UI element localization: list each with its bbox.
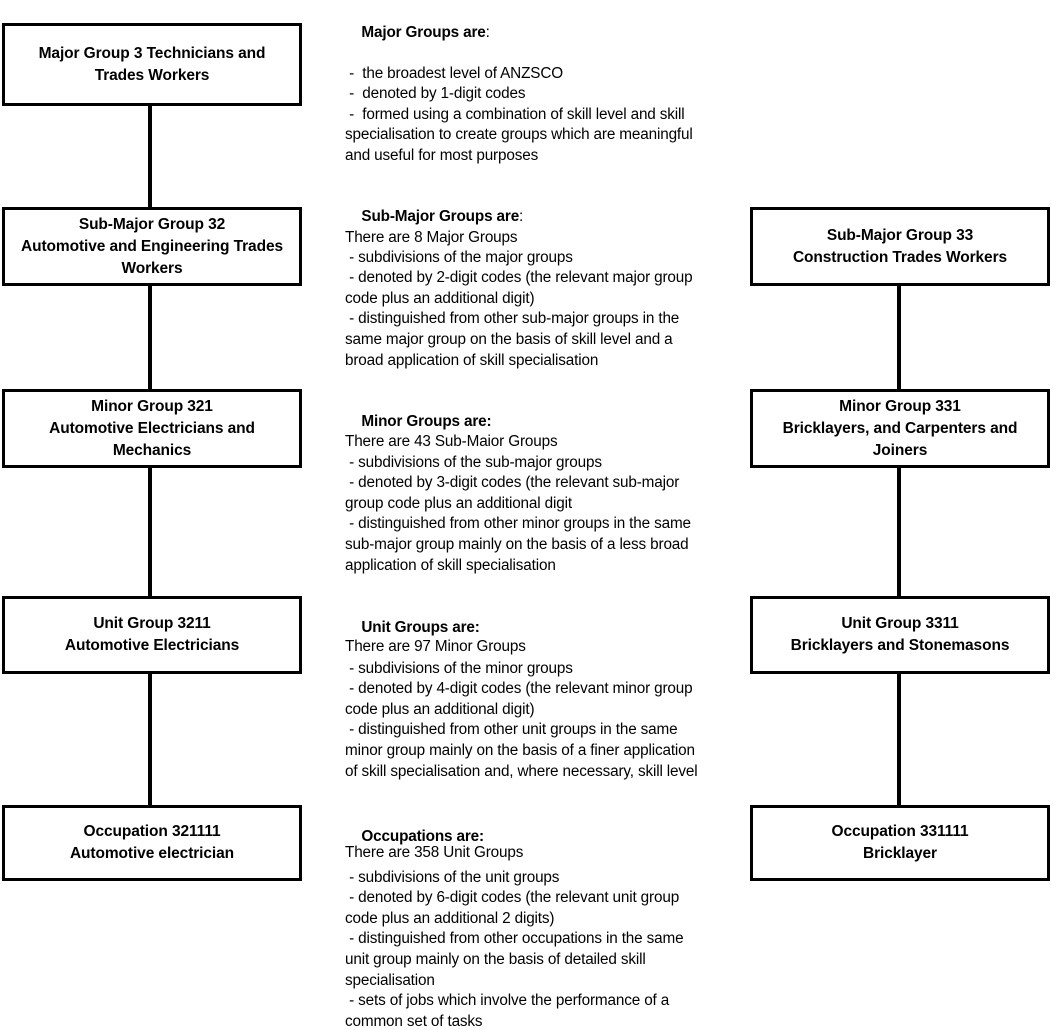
description-heading: Major Groups are	[361, 23, 486, 41]
description-body: - the broadest level of ANZSCO - denoted…	[345, 64, 693, 164]
connector-major-to-submajor	[148, 105, 152, 209]
node-label-line: Automotive Electricians and	[49, 419, 255, 437]
description-minor-groups: Minor Groups are: - subdivisions of the …	[345, 391, 725, 699]
description-heading: Unit Groups are:	[361, 618, 480, 636]
node-label-line: Automotive electrician	[69, 845, 235, 862]
node-label-line: Bricklayer	[863, 845, 937, 862]
node-sub-major-group-33[interactable]: Sub-Major Group 33 Construction Trades W…	[750, 207, 1050, 286]
node-label: Sub-Major Group 33 Construction Trades W…	[759, 225, 1041, 269]
description-unit-groups: Unit Groups are: - subdivisions of the m…	[345, 597, 725, 905]
node-label-line: Automotive Electricians	[64, 637, 240, 654]
node-label: Unit Group 3211 Automotive Electricians	[11, 613, 293, 657]
node-label-line: Occupation 331111	[831, 823, 969, 840]
description-sub-major-groups: Sub-Major Groups are: - subdivisions of …	[345, 186, 725, 494]
node-label-line: Construction Trades Workers	[792, 248, 1008, 266]
connector-unit-to-occupation	[148, 673, 152, 807]
node-minor-group-321[interactable]: Minor Group 321 Automotive Electricians …	[2, 389, 302, 468]
description-heading: Sub-Major Groups are	[361, 207, 520, 225]
node-unit-group-3311[interactable]: Unit Group 3311 Bricklayers and Stonemas…	[750, 596, 1050, 674]
connector-submajor-to-minor	[148, 285, 152, 391]
node-label-line: Mechanics	[112, 441, 192, 459]
node-label: Minor Group 331 Bricklayers, and Carpent…	[759, 396, 1041, 462]
node-label: Sub-Major Group 32 Automotive and Engine…	[11, 214, 293, 280]
node-label: Occupation 331111 Bricklayer	[759, 821, 1041, 865]
description-body: - subdivisions of the major groups - den…	[345, 248, 693, 369]
node-sub-major-group-32[interactable]: Sub-Major Group 32 Automotive and Engine…	[2, 207, 302, 286]
node-label-line: Sub-Major Group 33	[826, 226, 974, 244]
node-unit-group-3211[interactable]: Unit Group 3211 Automotive Electricians	[2, 596, 302, 674]
node-label-line: Bricklayers, and Carpenters and	[782, 419, 1018, 437]
node-label: Minor Group 321 Automotive Electricians …	[11, 396, 293, 462]
node-label-line: Minor Group 321	[91, 397, 213, 415]
node-label-line: Major Group 3 Technicians and	[38, 44, 266, 62]
description-heading-tail: :	[519, 207, 524, 225]
description-occupations: Occupations are: - subdivisions of the u…	[345, 806, 725, 1030]
node-occupation-321111[interactable]: Occupation 321111 Automotive electrician	[2, 805, 302, 881]
description-body: - subdivisions of the sub-major groups -…	[345, 453, 691, 574]
node-label-line: Workers	[121, 259, 183, 277]
description-heading: Occupations are:	[361, 827, 484, 845]
connector-minor-to-unit	[148, 466, 152, 598]
node-occupation-331111[interactable]: Occupation 331111 Bricklayer	[750, 805, 1050, 881]
node-label: Unit Group 3311 Bricklayers and Stonemas…	[759, 613, 1041, 657]
node-label-line: Joiners	[872, 441, 928, 459]
node-major-group-3[interactable]: Major Group 3 Technicians and Trades Wor…	[2, 23, 302, 106]
description-heading-tail: :	[485, 23, 490, 41]
node-label-line: Automotive and Engineering Trades	[21, 237, 283, 255]
description-major-groups: Major Groups are: - the broadest level o…	[345, 2, 725, 290]
description-body: - subdivisions of the unit groups - deno…	[345, 868, 684, 1030]
node-label-line: Sub-Major Group 32	[78, 215, 226, 233]
description-total: There are 8 Major Groups	[345, 228, 518, 246]
node-label: Major Group 3 Technicians and Trades Wor…	[11, 43, 293, 87]
connector-minor331-to-unit3311	[897, 466, 901, 598]
connector-unit3311-to-occupation331111	[897, 673, 901, 807]
node-label-line: Minor Group 331	[839, 397, 961, 415]
node-minor-group-331[interactable]: Minor Group 331 Bricklayers, and Carpent…	[750, 389, 1050, 468]
description-total: There are 97 Minor Groups	[345, 638, 526, 656]
node-label-line: Unit Group 3311	[841, 615, 959, 632]
node-label-line: Trades Workers	[94, 66, 210, 84]
description-body: - subdivisions of the minor groups - den…	[345, 659, 698, 780]
node-label: Occupation 321111 Automotive electrician	[11, 821, 293, 865]
connector-submajor33-to-minor331	[897, 285, 901, 391]
description-total: There are 358 Unit Groups	[345, 844, 524, 862]
description-heading: Minor Groups are:	[361, 412, 492, 430]
node-label-line: Bricklayers and Stonemasons	[790, 637, 1010, 654]
node-label-line: Unit Group 3211	[93, 615, 211, 632]
node-label-line: Occupation 321111	[83, 823, 221, 840]
description-total: There are 43 Sub-Maior Groups	[345, 433, 558, 451]
